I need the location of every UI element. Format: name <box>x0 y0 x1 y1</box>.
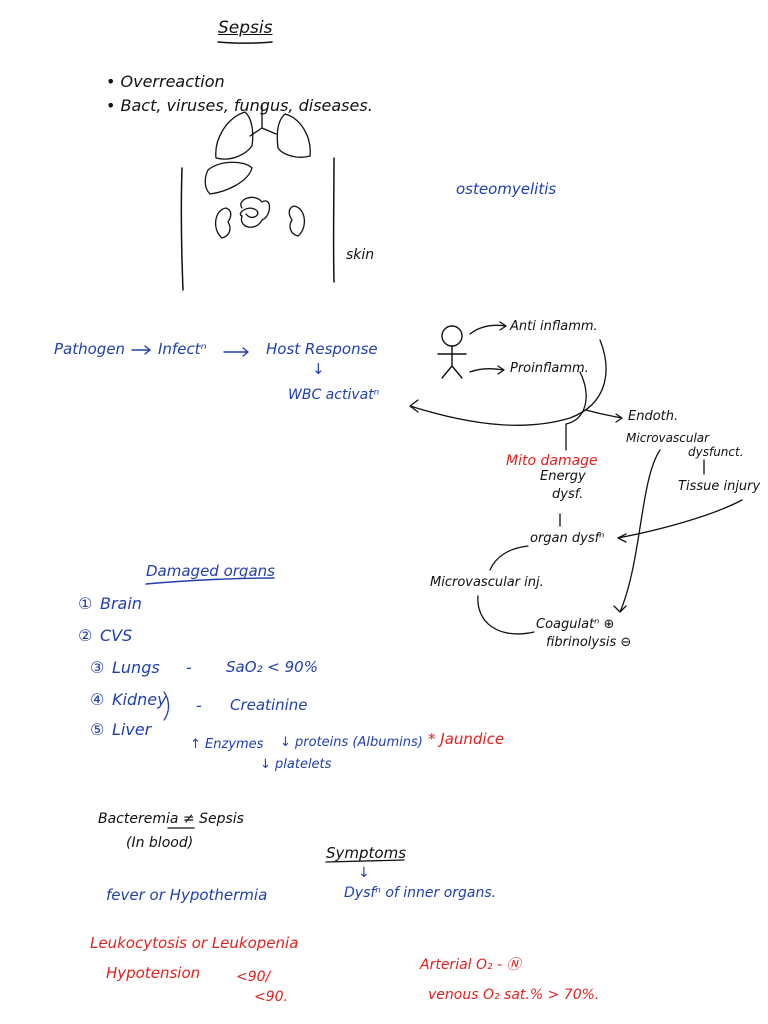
bp-value-2: <90. <box>254 989 288 1005</box>
kidney-left-icon <box>215 207 232 239</box>
host-response-arrow: ↓ <box>312 360 325 378</box>
microvascular-inj-label: Microvascular inj. <box>430 575 544 590</box>
energy-label-2: dysf. <box>552 487 584 502</box>
lung-left-icon <box>215 111 254 160</box>
pro-inflamm-label: Proinflamm. <box>510 361 589 376</box>
symptoms-heading: Symptoms <box>326 844 407 862</box>
page-title: Sepsis <box>218 18 273 38</box>
arrow-to-pro <box>469 365 505 375</box>
host-response-label: Host Response <box>266 340 378 358</box>
kidney-right-icon <box>288 205 305 237</box>
arrow-to-endoth <box>585 409 623 423</box>
arrow-organ-to-micro <box>489 545 529 571</box>
organ-name-2: CVS <box>100 626 133 645</box>
intro-line-1: • Overreaction <box>106 72 225 91</box>
endoth-label: Endoth. <box>628 409 679 424</box>
microvascular-dysfunc-label-2: dysfunct. <box>688 445 744 459</box>
fever-hypothermia: fever or Hypothermia <box>106 886 268 904</box>
venous-o2: venous O₂ sat.% > 70%. <box>428 987 600 1003</box>
intestines-icon <box>239 196 271 228</box>
bacteremia-line-1: Bacteremia ≠ Sepsis <box>98 811 244 827</box>
organ-num-2: ② <box>78 626 93 645</box>
coagulation-label-2: fibrinolysis ⊖ <box>546 635 632 650</box>
loop-anti-to-wbc <box>409 339 607 426</box>
person-head-icon <box>441 325 463 347</box>
organ-num-5: ⑤ <box>90 720 105 739</box>
organ-detail-3: SaO₂ < 90% <box>226 658 318 676</box>
arrow-tissue-to-organ <box>617 499 743 543</box>
intro-line-2: • Bact, viruses, fungus, diseases. <box>106 96 373 115</box>
lung-right-icon <box>276 113 311 158</box>
organ-name-3: Lungs <box>112 658 160 677</box>
liver-proteins: ↓ proteins (Albumins) <box>280 735 423 750</box>
title-underline <box>217 41 273 44</box>
kidney-bracket <box>163 691 170 721</box>
infection-label: Infectⁿ <box>158 340 207 358</box>
loop-pro-to-mito <box>565 371 587 451</box>
organ-num-1: ① <box>78 594 93 613</box>
skin-label: skin <box>346 247 375 263</box>
coagulation-label-1: Coagulatⁿ ⊕ <box>536 617 615 632</box>
liver-jaundice: * Jaundice <box>428 730 505 748</box>
liver-platelets: ↓ platelets <box>260 757 332 772</box>
body-outline-left <box>180 167 184 291</box>
arrow-to-anti <box>469 321 507 335</box>
arrow-micro-to-coag <box>613 449 661 613</box>
mito-damage-label: Mito damage <box>506 453 598 469</box>
leukocytosis: Leukocytosis or Leukopenia <box>90 934 299 952</box>
organ-dysf-label: organ dysfⁿ <box>530 531 605 546</box>
symptoms-arrow: ↓ <box>358 865 370 881</box>
wbc-activation-label: WBC activatⁿ <box>288 387 380 403</box>
lungs-dash: - <box>186 658 192 677</box>
organ-detail-4: Creatinine <box>230 696 308 714</box>
pathogen-label: Pathogen <box>54 340 126 358</box>
arrow-coag-to-micro <box>477 595 535 635</box>
trachea <box>249 103 277 137</box>
person-body-icon <box>437 345 467 379</box>
organ-num-3: ③ <box>90 658 105 677</box>
arterial-o2: Arterial O₂ - Ⓝ <box>420 957 521 973</box>
tissue-injury-label: Tissue injury <box>678 479 761 494</box>
anti-inflamm-label: Anti inflamm. <box>510 319 598 334</box>
damaged-organs-underline <box>145 577 275 585</box>
arrow-infect-host <box>223 347 249 357</box>
organ-name-4: Kidney <box>112 690 167 709</box>
damaged-organs-heading: Damaged organs <box>146 562 275 580</box>
organ-name-1: Brain <box>100 594 142 613</box>
osteomyelitis-label: osteomyelitis <box>456 180 557 198</box>
liver-icon <box>204 161 253 195</box>
dysf-inner-organs: Dysfⁿ of inner organs. <box>344 885 497 901</box>
microvascular-dysfunc-label-1: Microvascular <box>626 431 710 445</box>
organ-name-5: Liver <box>112 720 152 739</box>
bacteremia-line-2: (In blood) <box>126 835 194 851</box>
organ-num-4: ④ <box>90 690 105 709</box>
hypotension: Hypotension <box>106 964 201 982</box>
bp-value-1: <90/ <box>236 969 271 985</box>
energy-label-1: Energy <box>540 469 586 484</box>
arrow-pathogen-infect <box>131 345 151 355</box>
liver-enzymes: ↑ Enzymes <box>190 737 264 752</box>
symptoms-underline <box>325 859 405 863</box>
kidney-dash: - <box>196 696 202 715</box>
